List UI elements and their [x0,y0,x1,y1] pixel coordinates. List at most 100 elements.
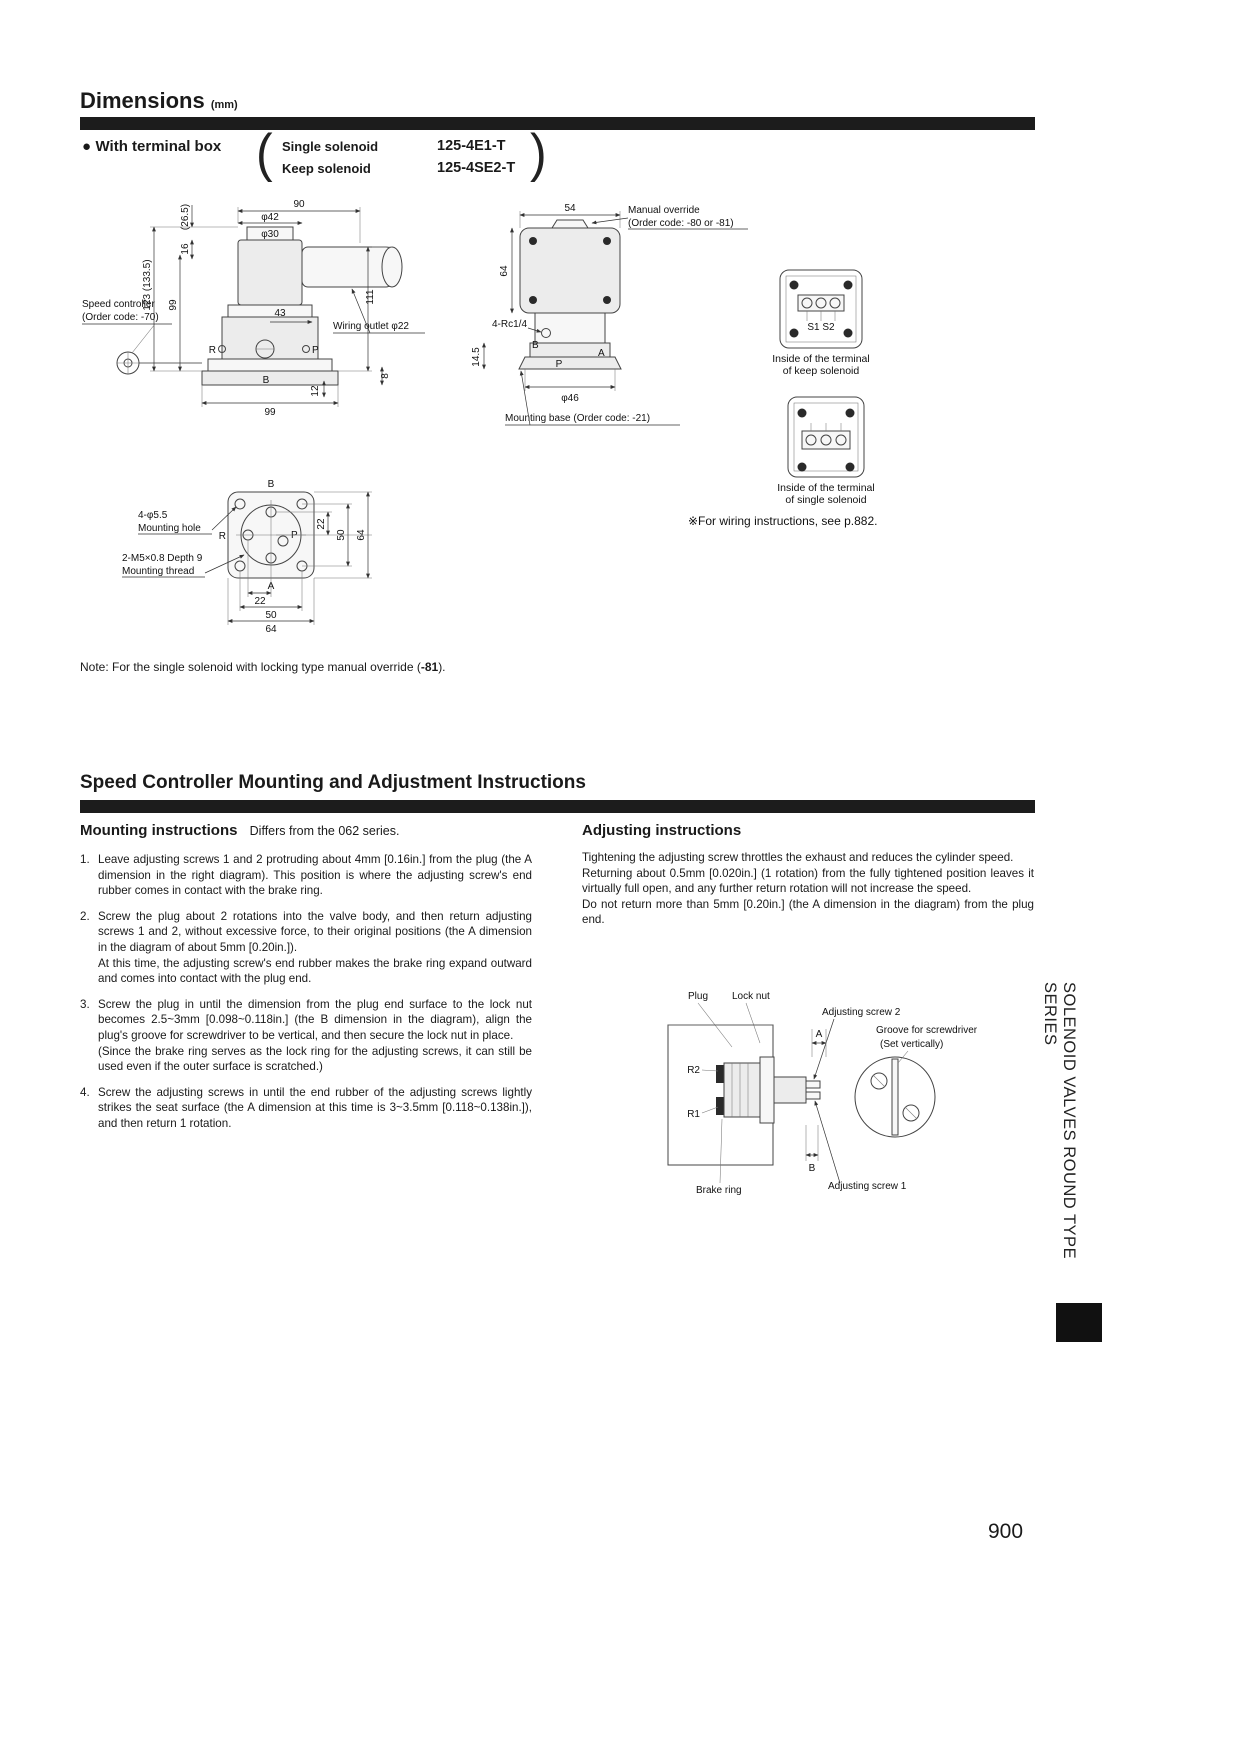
mounting-heading: Mounting instructions Differs from the 0… [80,822,400,839]
dim-111: 111 [365,289,376,305]
dim-phi42: φ42 [261,212,279,223]
dim-12: 12 [310,385,321,397]
bottom-port-p: P [291,530,298,541]
dim-43: 43 [274,308,286,319]
note-suffix: ). [438,660,446,674]
mounting-thread-label-2: Mounting thread [122,566,194,577]
step-1-text: Leave adjusting screws 1 and 2 protrudin… [98,853,532,898]
speed-controller-label-2: (Order code: -70) [82,312,159,323]
keep-terminal-caption-2: of keep solenoid [783,365,860,377]
speed-section-title: Speed Controller Mounting and Adjustment… [80,772,586,793]
dim-v64: 64 [356,529,367,541]
front-view-drawing: 90 φ42 φ30 (26.5) 16 123 (133.5) 99 43 1… [82,199,425,418]
note-prefix: Note: For the single solenoid with locki… [80,660,421,674]
mounting-subheading: Differs from the 062 series. [249,824,400,838]
step-3-text: Screw the plug in until the dimension fr… [98,997,532,1074]
paren-close: ) [530,123,547,183]
dim-v50: 50 [336,529,347,541]
adjusting-heading: Adjusting instructions [582,822,742,839]
variant-0-model: 125-4E1-T [437,138,506,154]
mounting-step-2: 2. Screw the plug about 2 rotations into… [80,909,532,987]
dim-26-5: (26.5) [180,204,191,230]
terminal-box-label: With terminal box [95,138,222,155]
mounting-base-label: Mounting base (Order code: -21) [505,413,650,424]
plug-label: Plug [688,991,708,1002]
adjusting-screw-1-label: Adjusting screw 1 [828,1181,907,1192]
step-4-number: 4. [80,1085,90,1099]
variant-0-name: Single solenoid [282,139,379,154]
mounting-hole-label-2: Mounting hole [138,523,201,534]
dim-99-left: 99 [168,299,179,311]
groove-label-2: (Set vertically) [880,1039,943,1050]
front-port-p: P [312,345,319,356]
mounting-step-1: 1. Leave adjusting screws 1 and 2 protru… [80,852,532,899]
series-sidebar-label: SOLENOID VALVES ROUND TYPE SERIES [1041,982,1078,1260]
step-1-number: 1. [80,853,90,866]
lock-nut-label: Lock nut [732,991,770,1002]
mounting-hole-label-1: 4-φ5.5 [138,510,168,521]
r1-label: R1 [687,1109,700,1120]
step-2-number: 2. [80,909,90,923]
adjusting-screw-2-label: Adjusting screw 2 [822,1007,901,1018]
single-terminal-caption-1: Inside of the terminal [777,482,874,494]
brake-ring-label: Brake ring [696,1185,742,1196]
variant-1-model: 125-4SE2-T [437,160,516,176]
speed-controller-label-1: Speed controller [82,299,155,310]
paren-open: ( [256,123,273,183]
dimensions-unit: (mm) [210,99,238,111]
dim-8: 8 [380,373,391,379]
terminal-diagrams: S1 S2 Inside of the terminal of keep sol… [688,269,877,528]
groove-label-1: Groove for screwdriver [876,1025,978,1036]
dim-14-5: 14.5 [471,347,482,367]
dim-54: 54 [564,203,576,214]
dimensions-title: Dimensions (mm) [80,88,238,114]
dim-16: 16 [180,243,191,255]
variant-1-name: Keep solenoid [282,161,371,176]
page-number: 900 [988,1520,1024,1543]
series-index-tab [1056,1303,1102,1342]
manual-override-label-2: (Order code: -80 or -81) [628,218,734,229]
dim-h22: 22 [254,596,266,607]
mounting-steps: 1. Leave adjusting screws 1 and 2 protru… [80,852,532,1142]
dim-99-bottom: 99 [264,407,276,418]
rc-label: 4-Rc1/4 [492,319,527,330]
note-line: Note: For the single solenoid with locki… [80,660,446,674]
wiring-note: ※For wiring instructions, see p.882. [688,514,877,528]
section-rule-top [80,117,1035,130]
keep-terminal-pins-label: S1 S2 [807,322,835,333]
wiring-outlet-label: Wiring outlet φ22 [333,321,409,332]
speed-controller-diagram: Plug Lock nut Adjusting screw 2 A Groove… [667,991,978,1196]
side-port-a: A [598,348,605,359]
adjusting-body: Tightening the adjusting screw throttles… [582,851,1034,927]
diagram-dim-a: A [816,1029,823,1040]
dim-h64: 64 [265,624,277,635]
terminal-box-row: ● With terminal box [82,138,221,156]
mounting-step-3: 3. Screw the plug in until the dimension… [80,997,532,1075]
single-terminal-caption-2: of single solenoid [785,494,866,506]
mounting-step-4: 4. Screw the adjusting screws in until t… [80,1085,532,1132]
dim-v22: 22 [316,518,327,530]
dim-phi30: φ30 [261,229,279,240]
manual-override-label-1: Manual override [628,205,700,216]
section-rule-speed [80,800,1035,813]
side-port-p: P [556,359,563,370]
dim-123: 123 (133.5) [142,259,153,310]
step-4-text: Screw the adjusting screws in until the … [98,1085,532,1130]
front-port-r: R [209,345,216,356]
mounting-heading-text: Mounting instructions [80,822,238,839]
bullet-icon: ● [82,138,92,155]
keep-terminal-caption-1: Inside of the terminal [772,353,869,365]
step-2-text: Screw the plug about 2 rotations into th… [98,909,532,986]
dim-h50: 50 [265,610,277,621]
front-port-b: B [263,375,270,386]
dimension-drawings: 90 φ42 φ30 (26.5) 16 123 (133.5) 99 43 1… [82,199,877,635]
mounting-thread-label-1: 2-M5×0.8 Depth 9 [122,553,203,564]
bottom-view-drawing: B R P A 4-φ5.5 Mounting hole 2-M5×0.8 De… [122,479,372,635]
note-bold: -81 [420,660,439,674]
dimensions-title-text: Dimensions [80,88,205,113]
bottom-port-r: R [219,531,226,542]
dim-phi46: φ46 [561,393,579,404]
side-port-b: B [532,340,539,351]
diagram-dim-b: B [809,1163,816,1174]
